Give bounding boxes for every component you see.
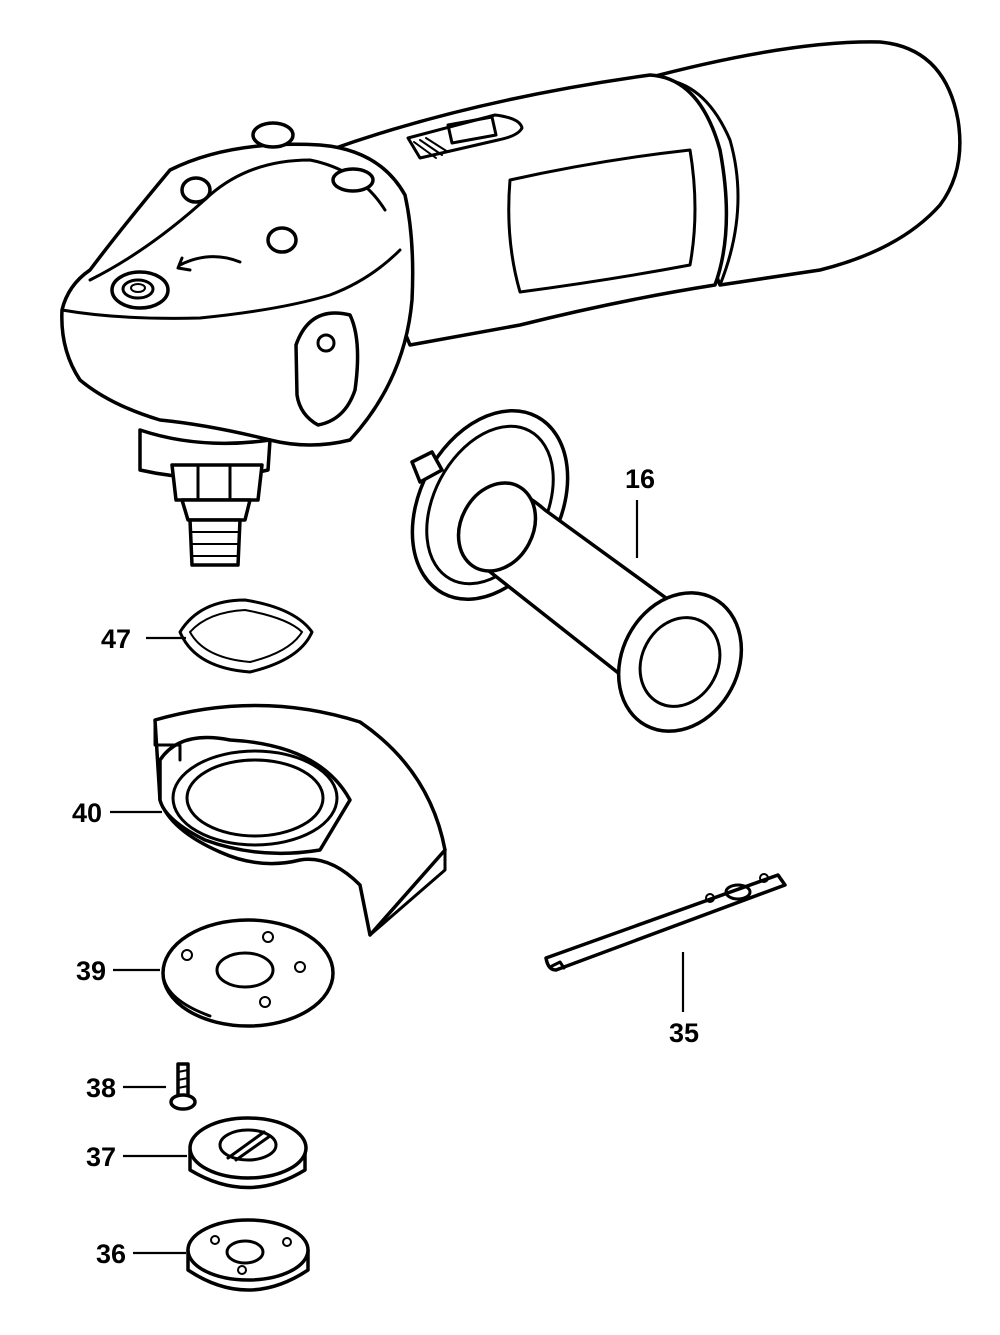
inner-flange-part — [186, 1218, 310, 1292]
callout-39: 39 — [76, 956, 106, 986]
callout-16: 16 — [625, 464, 655, 494]
wavy-washer-part — [178, 598, 314, 674]
callout-38: 38 — [86, 1073, 116, 1103]
callout-35: 35 — [669, 1018, 699, 1048]
callout-37: 37 — [86, 1142, 116, 1172]
clamp-plate-part — [161, 918, 335, 1028]
callout-47: 47 — [101, 624, 131, 654]
callout-40: 40 — [72, 798, 102, 828]
screw-part — [169, 1062, 197, 1111]
leader-lines — [110, 500, 685, 1255]
side-handle-part — [410, 409, 744, 733]
callout-36: 36 — [96, 1239, 126, 1269]
outer-flange-part — [188, 1116, 308, 1190]
wheel-guard-part — [153, 703, 447, 937]
angle-grinder-body — [60, 40, 962, 567]
pin-spanner-part — [544, 873, 787, 972]
callout-numbers: 16 47 40 39 38 37 36 35 — [72, 464, 699, 1269]
